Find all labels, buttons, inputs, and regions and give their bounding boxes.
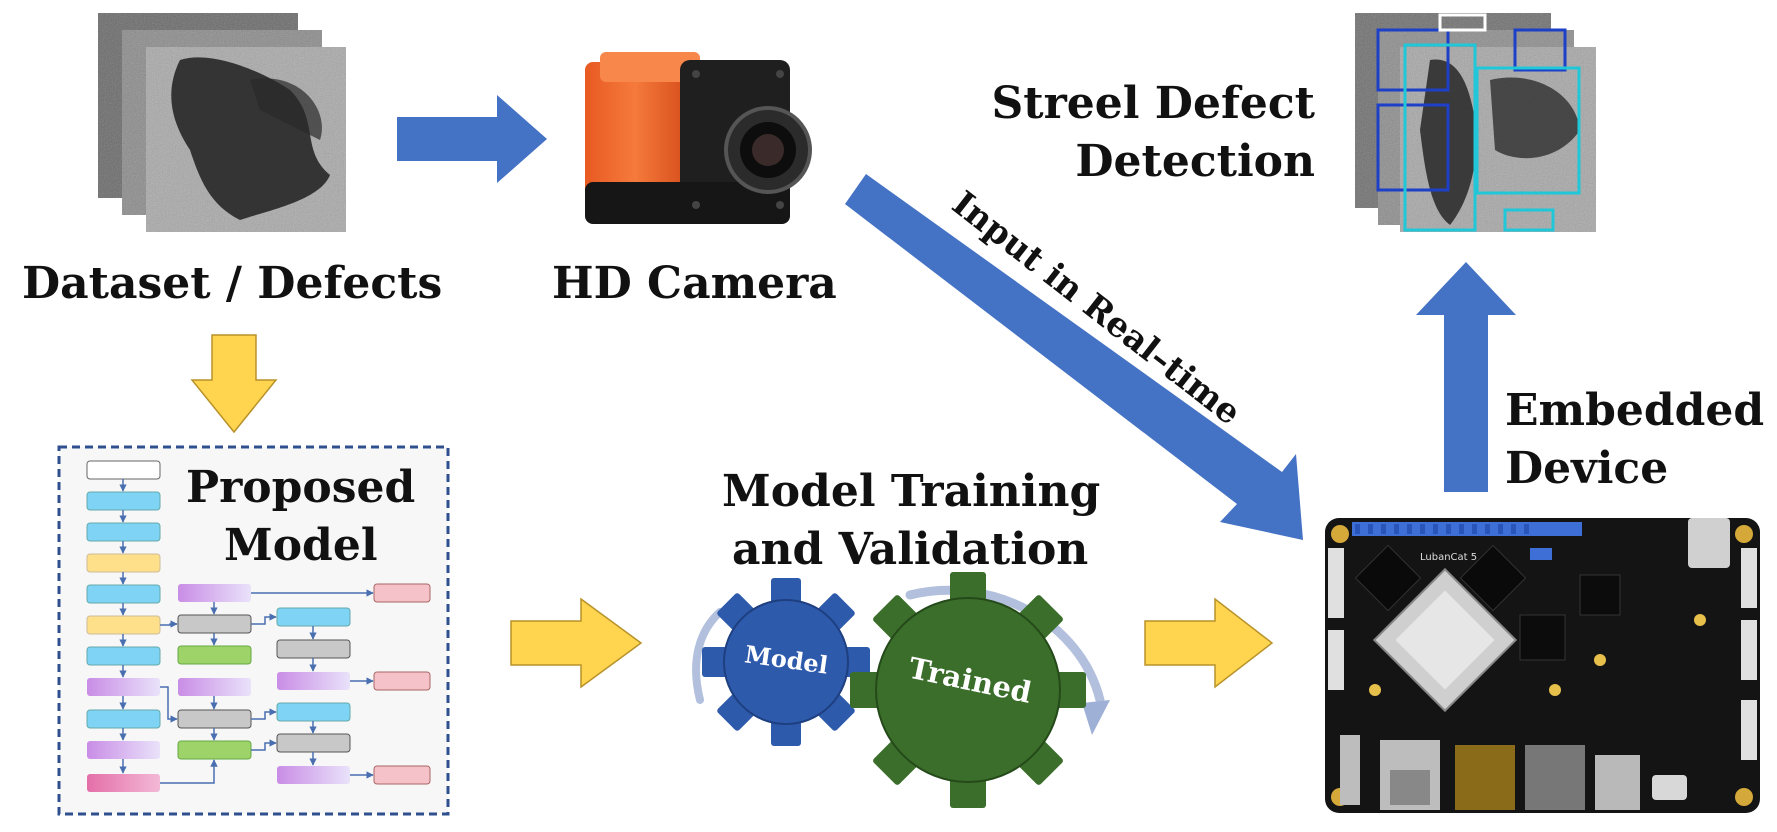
board-brand-label: LubanCat 5 — [1420, 552, 1477, 563]
training-label-line2: and Validation — [732, 524, 1089, 575]
embedded-label-line1: Embedded — [1505, 385, 1765, 436]
proposed-model-box — [57, 445, 450, 816]
dataset-label: Dataset / Defects — [22, 258, 443, 309]
arrow-dataset-to-camera — [397, 95, 547, 183]
detection-label-line1: Streel Defect — [991, 78, 1316, 129]
embedded-label-line2: Device — [1505, 443, 1669, 494]
dataset-images — [98, 13, 346, 232]
proposed-label-line1: Proposed — [186, 462, 416, 513]
arrow-model-to-training — [510, 597, 643, 689]
arrow-device-to-detection — [1416, 262, 1516, 492]
arrow-training-to-device — [1144, 597, 1274, 689]
training-gears: Model Trained — [692, 572, 1110, 808]
training-label-line1: Model Training — [722, 466, 1101, 517]
embedded-board: LubanCat 5 — [1325, 518, 1760, 813]
proposed-label-line2: Model — [224, 520, 378, 571]
detection-label-line2: Detection — [1075, 136, 1315, 187]
camera-label: HD Camera — [552, 258, 837, 309]
camera-illustration — [585, 52, 812, 224]
arrow-dataset-to-model — [190, 334, 278, 434]
arrow-realtime-input — [845, 174, 1303, 540]
detection-images — [1355, 13, 1596, 232]
